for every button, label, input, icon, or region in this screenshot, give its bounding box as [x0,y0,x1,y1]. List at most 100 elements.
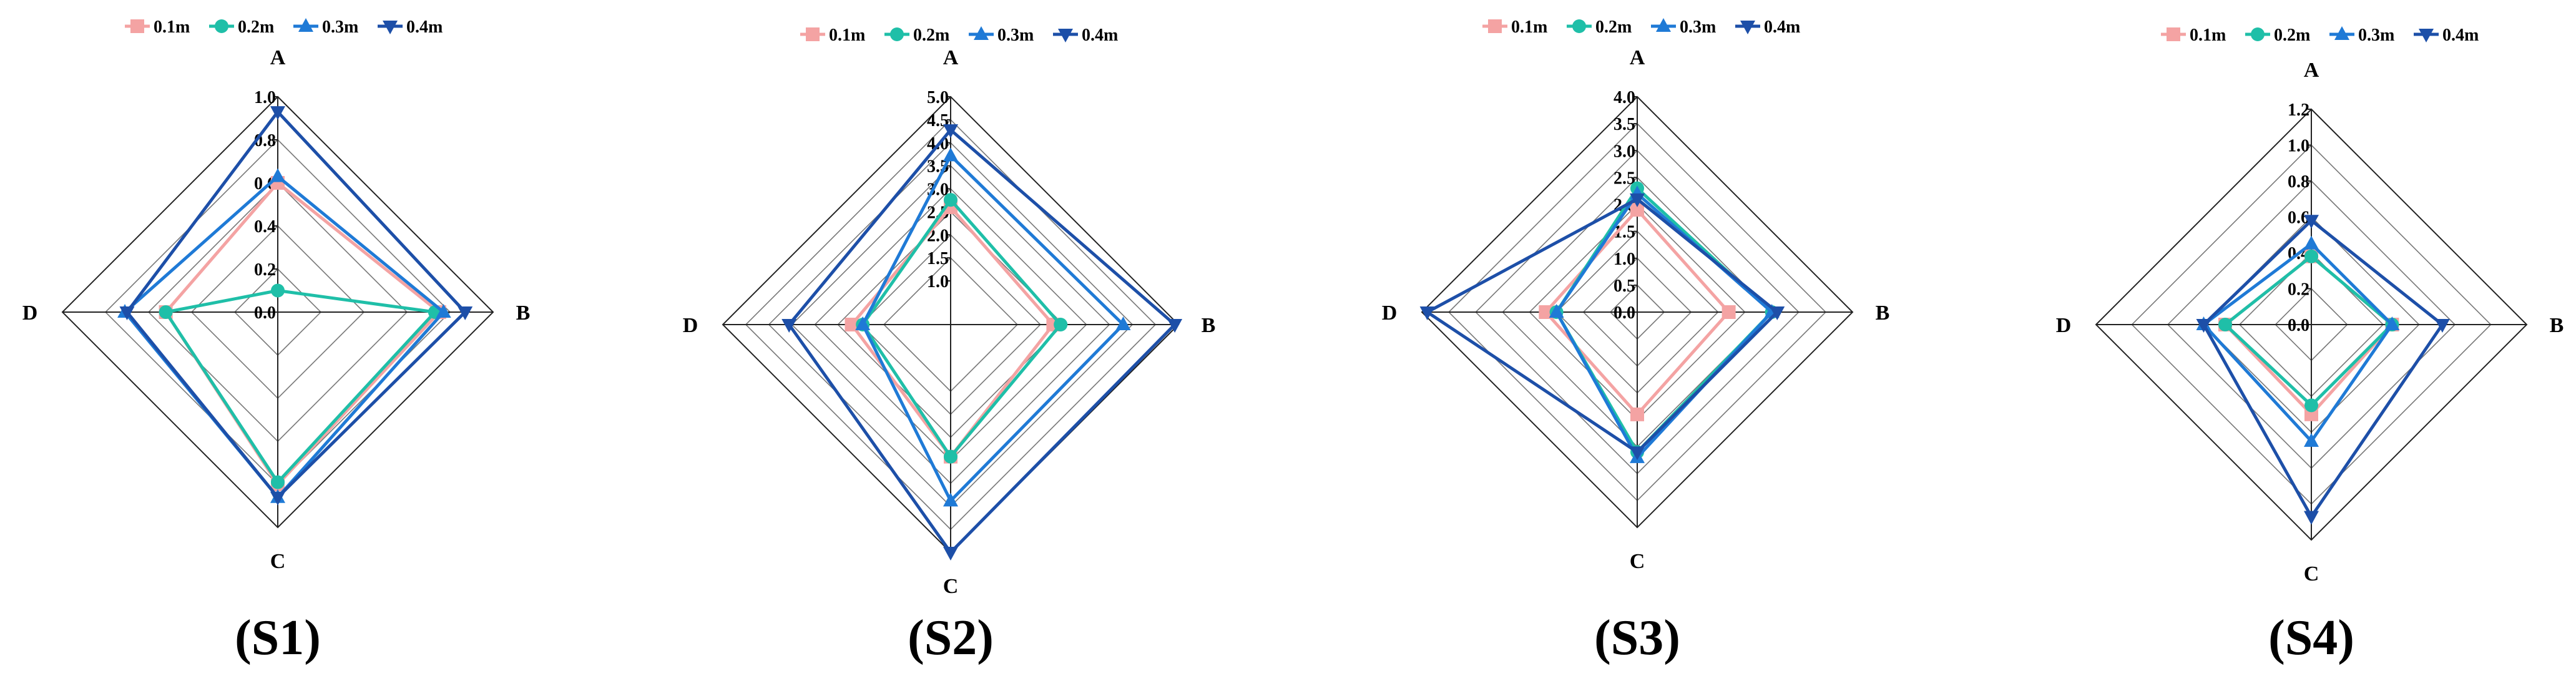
data-point [944,193,957,207]
tick-label: 1.0 [1614,250,1635,269]
data-point [1630,203,1644,217]
series-line [850,205,1055,459]
data-point [1770,306,1785,320]
axis-label: B [516,301,531,325]
legend-label: 0.3m [322,17,358,37]
legend-label: 0.3m [2358,26,2394,45]
legend-label: 0.1m [2190,26,2226,45]
tick-label: 5.0 [927,88,949,107]
tick-label: 3.0 [1614,142,1635,161]
series-0.3m [117,168,451,503]
axis-label: C [943,575,959,598]
data-point [298,18,313,32]
data-point [270,168,285,182]
series-line [2202,242,2394,443]
data-point [1721,305,1736,319]
data-point [944,449,957,464]
data-point [2304,235,2319,250]
data-point [943,124,958,139]
data-point [436,304,451,318]
data-point [1054,318,1068,331]
axis-label: C [270,550,286,573]
data-point [458,306,473,320]
data-point [855,316,871,330]
data-point [806,27,820,41]
legend-label: 0.2m [1595,17,1632,37]
radar-grid: 0.00.20.40.60.81.01.2 [2095,100,2528,541]
data-point [1630,407,1644,421]
data-point [1740,21,1755,34]
data-point [2434,319,2450,333]
legend-label: 0.2m [913,26,949,45]
series-0.1m [159,176,446,491]
series-line [1555,187,1774,454]
series-line [164,181,441,486]
data-point [2218,318,2232,331]
data-point [159,305,173,319]
data-point [974,26,989,40]
axis-label: B [2550,314,2564,337]
legend-label: 0.3m [1680,17,1716,37]
tick-label: 0.4 [254,217,276,237]
legend-label: 0.4m [406,17,443,37]
data-point [1630,193,1645,207]
data-point [943,547,958,561]
panel-s3: (S3) 0.00.51.01.52.02.53.03.54.0ABCD0.1m… [1382,17,1890,665]
data-point [2304,511,2319,525]
data-point [1630,446,1645,461]
series-0.4m [781,124,1183,561]
axis-label: D [683,314,698,337]
tick-label: 0.5 [1614,277,1635,296]
tick-label: 0.0 [254,303,276,323]
data-point [2304,215,2319,229]
data-point [2304,398,2318,413]
series-line [1555,192,1774,459]
panel-title: (S3) [1594,610,1680,665]
tick-label: 4.0 [1614,88,1635,107]
tick-label: 1.2 [2288,100,2309,120]
data-point [1419,306,1435,320]
tick-label: 0.8 [2288,172,2309,192]
series-0.3m [855,147,1131,507]
data-point [215,19,228,33]
data-point [1572,19,1586,33]
data-point [271,283,285,298]
axis-label: A [1630,46,1645,69]
data-point [1549,304,1564,318]
axis-label: B [1202,314,1216,337]
data-point [943,147,958,162]
legend-label: 0.3m [997,26,1034,45]
data-point [383,21,398,34]
data-point [2304,433,2319,447]
series-0.4m [119,106,473,506]
axis-label: D [1382,301,1398,325]
tick-label: 1.0 [2288,137,2309,156]
axis-label: D [22,301,38,325]
series-line [787,128,1177,554]
data-point [781,319,797,333]
data-point [2304,249,2318,263]
axis-label: A [943,46,959,69]
data-point [271,475,285,489]
legend-label: 0.1m [154,17,190,37]
series-line [1426,197,1779,454]
series-line [125,110,467,499]
legend-label: 0.2m [2274,26,2310,45]
axis-label: C [1630,550,1645,573]
axis-label: D [2056,314,2072,337]
data-point [2419,29,2434,42]
tick-label: 1.0 [254,88,276,107]
data-point [943,492,958,507]
data-point [2196,319,2211,333]
tick-label: 0.0 [2288,316,2309,335]
data-point [2384,316,2400,330]
data-point [1488,19,1502,33]
panel-title: (S2) [908,610,994,665]
panel-title: (S4) [2268,610,2354,665]
data-point [1167,319,1183,333]
